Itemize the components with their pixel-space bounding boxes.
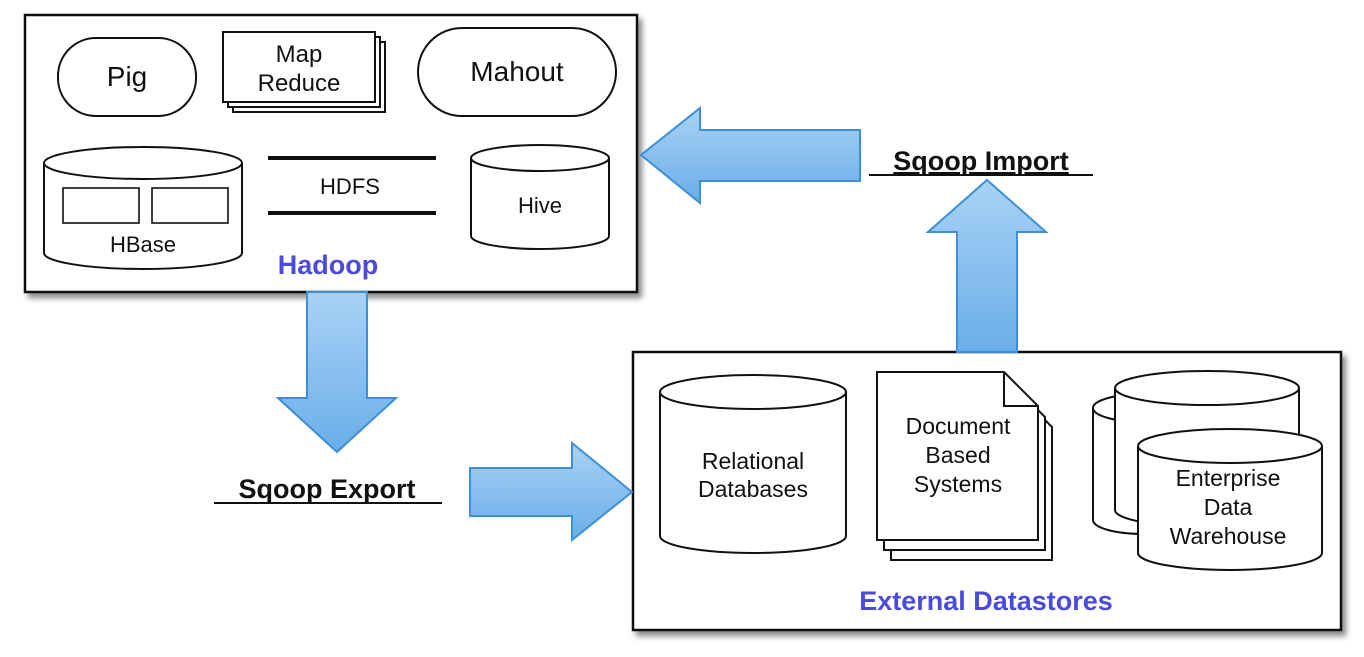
sqoop-import-label: Sqoop Import [893,146,1068,176]
pig-node: Pig [57,37,197,117]
import-up-arrow [925,178,1049,353]
document-systems-node: Document Based Systems [876,371,1053,561]
enterprise-warehouse-node: Enterprise Data Warehouse [1092,370,1323,571]
hdfs-node: HDFS [268,156,436,215]
relational-label-line2: Databases [698,476,808,502]
document-label-line2: Based [925,442,990,468]
mapreduce-label-line1: Map [276,41,323,68]
pig-label: Pig [107,61,147,92]
warehouse-label-line2: Data [1204,494,1253,520]
document-label-line3: Systems [914,471,1002,497]
hadoop-caption: Hadoop [278,250,379,280]
sqoop-export-label: Sqoop Export [239,474,416,504]
hive-node: Hive [470,144,610,250]
external-datastores-caption: External Datastores [859,586,1113,616]
mahout-node: Mahout [417,27,617,117]
hbase-region-right [151,187,229,224]
mahout-label: Mahout [470,56,564,87]
import-left-arrow [639,105,861,206]
document-label-line1: Document [906,413,1011,439]
warehouse-label-line1: Enterprise [1176,465,1281,491]
warehouse-label-line3: Warehouse [1170,523,1287,549]
relational-databases-node: Relational Databases [659,374,847,554]
export-right-arrow [469,440,634,543]
mapreduce-node: Map Reduce [222,31,386,113]
mapreduce-label-line2: Reduce [258,70,341,97]
relational-label-line1: Relational [702,448,804,474]
hive-label: Hive [518,193,562,218]
hdfs-label: HDFS [320,174,380,199]
hbase-node: HBase [43,146,243,270]
export-down-arrow [275,291,399,454]
hbase-label: HBase [110,232,176,257]
hbase-region-left [62,187,140,224]
